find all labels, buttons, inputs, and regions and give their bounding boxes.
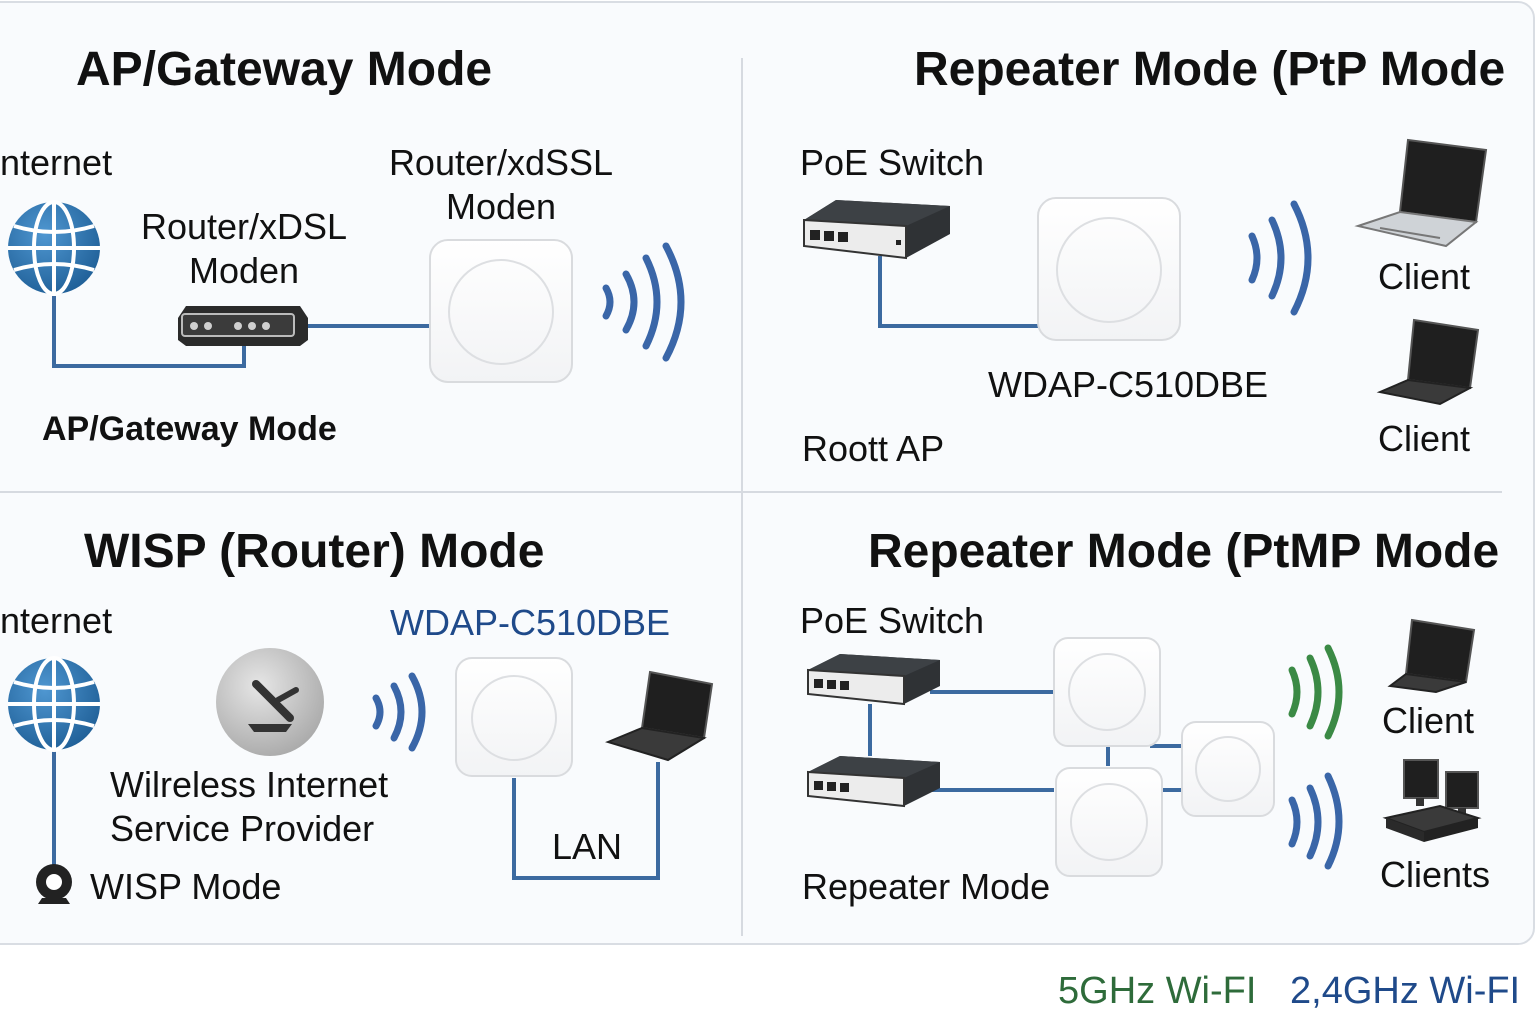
router-left-label-line1: Router/xDSL bbox=[140, 206, 348, 247]
ptmp-repeater-caption: Repeater Mode bbox=[802, 866, 1051, 907]
access-point-icon bbox=[1053, 637, 1161, 747]
router-icon bbox=[178, 306, 308, 346]
wisp-provider-label-line2: Service Provider bbox=[110, 808, 375, 849]
mesh-cables bbox=[868, 690, 1182, 792]
repeater-ptp-title: Repeater Mode (PtP Mode bbox=[914, 43, 1506, 96]
ptmp-poe-switch-label: PoE Switch bbox=[800, 600, 985, 641]
wifi-signal-icon bbox=[1288, 772, 1343, 870]
switch-icon bbox=[807, 756, 940, 808]
access-point-icon bbox=[455, 657, 573, 777]
desktop-computers-icon bbox=[1382, 759, 1482, 842]
legend-24ghz: 2,4GHz Wi-FI bbox=[1290, 970, 1521, 1012]
wisp-device-label: WDAP-C510DBE bbox=[390, 602, 671, 643]
wisp-provider-label-line1: Wilreless Internet bbox=[110, 764, 389, 805]
wisp-lan-label: LAN bbox=[552, 826, 623, 867]
webcam-icon bbox=[36, 864, 72, 904]
cable-ap-to-laptop bbox=[512, 762, 660, 880]
satellite-dish-icon bbox=[216, 648, 324, 756]
router-left-label-line2: Moden bbox=[188, 250, 300, 291]
wisp-title: WISP (Router) Mode bbox=[84, 525, 545, 578]
ptp-root-ap-label: Roott AP bbox=[802, 428, 945, 469]
ptmp-client-label: Client bbox=[1382, 700, 1475, 741]
ptp-client-label-2: Client bbox=[1378, 418, 1471, 459]
wifi-signal-icon bbox=[372, 672, 426, 752]
access-point-icon bbox=[1055, 767, 1163, 877]
access-point-icon bbox=[429, 239, 573, 383]
globe-icon bbox=[8, 200, 100, 296]
ptp-client-label-1: Client bbox=[1378, 256, 1471, 297]
cable-switch-to-ap bbox=[878, 256, 1040, 328]
wisp-internet-label: nternet bbox=[0, 600, 113, 641]
switch-icon bbox=[807, 654, 940, 706]
ap-gateway-caption: AP/Gateway Mode bbox=[42, 410, 337, 448]
switch-icon bbox=[803, 200, 950, 260]
access-point-icon bbox=[1037, 197, 1181, 341]
ptp-device-label: WDAP-C510DBE bbox=[988, 364, 1269, 405]
globe-icon bbox=[8, 656, 100, 752]
laptop-icon bbox=[1376, 318, 1480, 406]
ap-gateway-title: AP/Gateway Mode bbox=[76, 43, 493, 96]
cable-globe-to-router bbox=[52, 296, 246, 368]
ptmp-clients-label: Clients bbox=[1380, 854, 1491, 895]
wisp-mode-caption: WISP Mode bbox=[90, 866, 282, 907]
laptop-icon bbox=[1387, 618, 1476, 694]
repeater-ptmp-title: Repeater Mode (PtMP Mode bbox=[868, 525, 1500, 578]
ap-gateway-internet-label: nternet bbox=[0, 142, 113, 183]
laptop-icon bbox=[1354, 138, 1488, 248]
laptop-icon bbox=[605, 670, 714, 762]
router-top-label-line2: Moden bbox=[445, 186, 557, 227]
wifi-signal-icon bbox=[602, 242, 685, 362]
ptp-poe-switch-label: PoE Switch bbox=[800, 142, 985, 183]
wifi-signal-icon bbox=[1288, 644, 1343, 740]
router-top-label-line1: Router/xdSSL bbox=[388, 142, 614, 183]
access-point-icon bbox=[1181, 721, 1275, 817]
wifi-signal-icon bbox=[1248, 200, 1312, 316]
legend-5ghz: 5GHz Wi-FI bbox=[1058, 970, 1257, 1012]
